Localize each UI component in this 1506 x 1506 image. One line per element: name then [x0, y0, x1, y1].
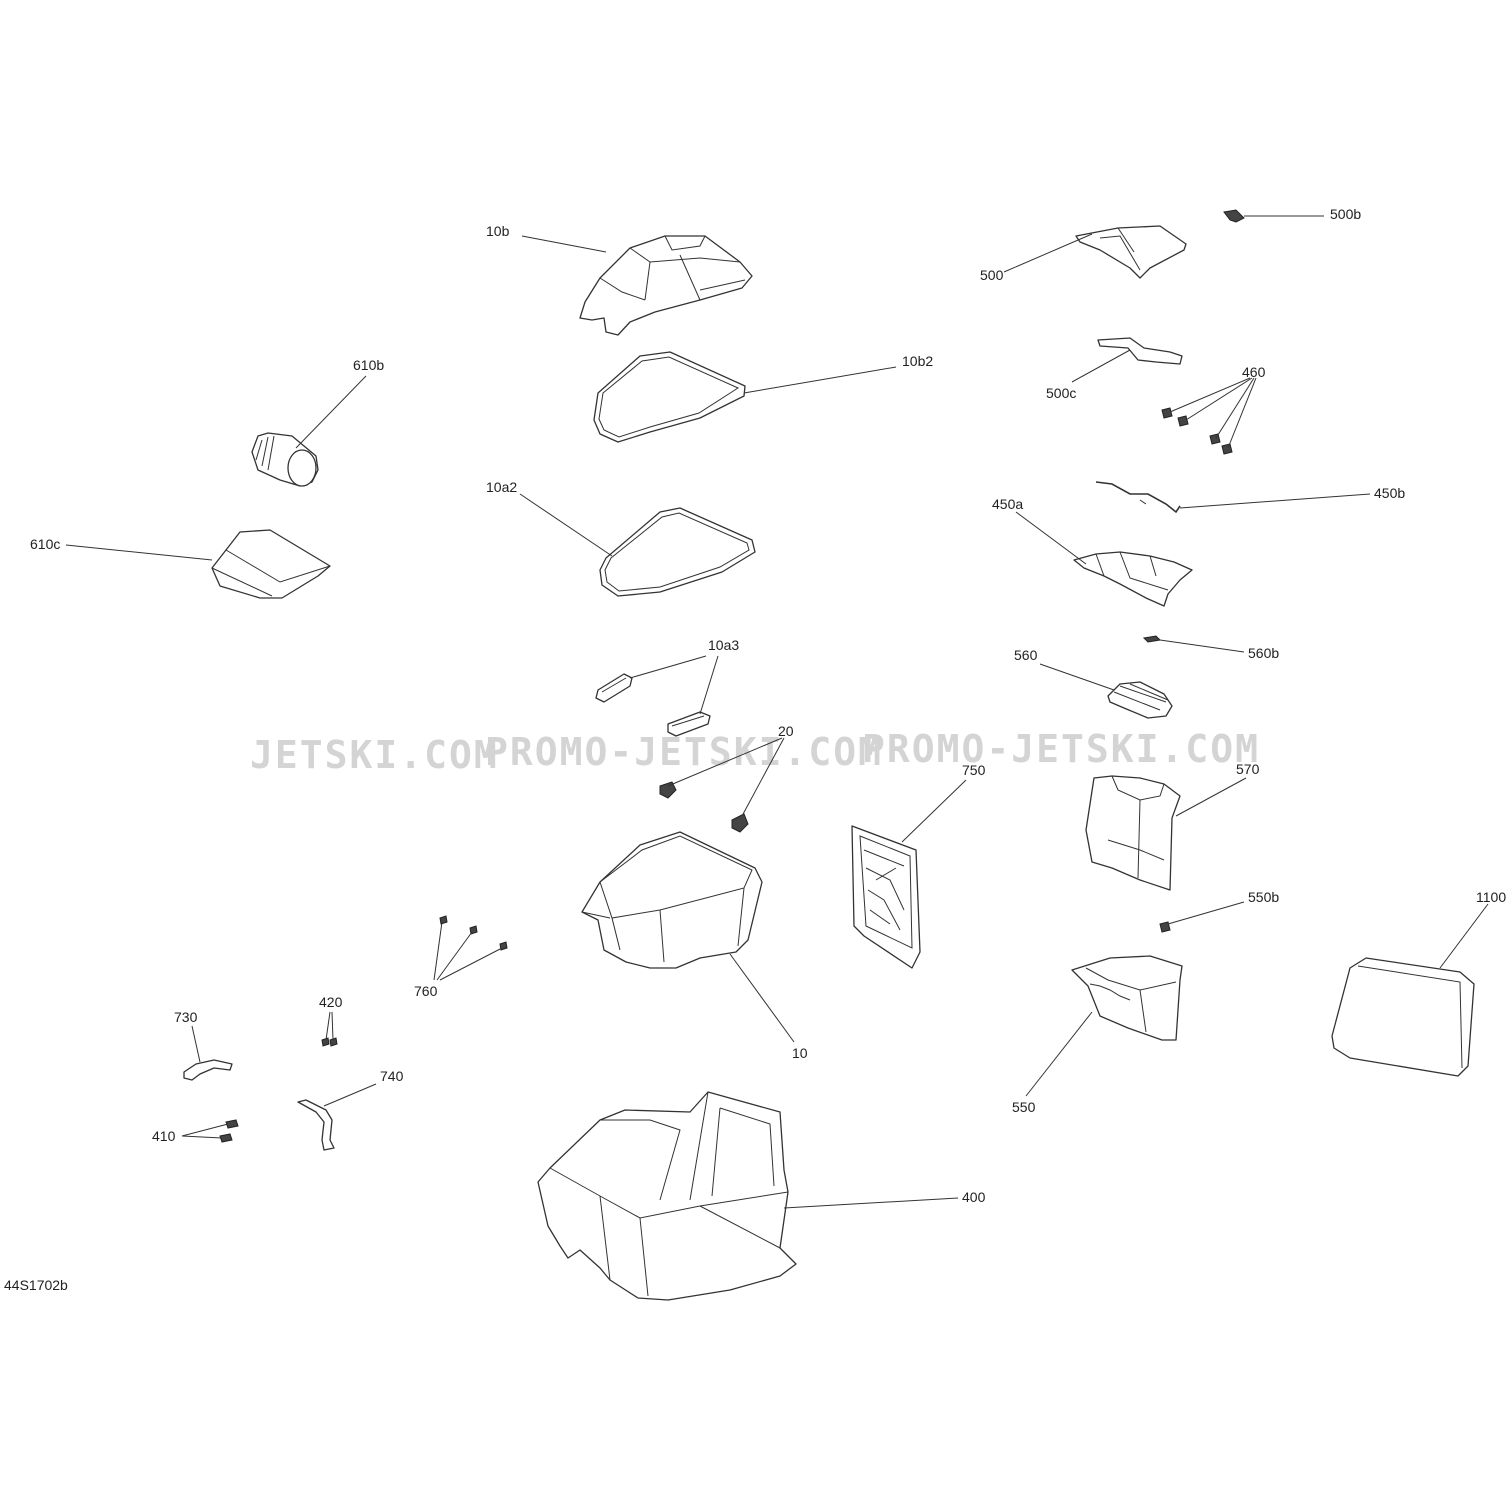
label-760[interactable]: 760 [414, 983, 438, 999]
watermark-1: JETSKI.COM [250, 733, 499, 777]
part-500[interactable] [1075, 225, 1187, 279]
label-500b[interactable]: 500b [1330, 206, 1361, 222]
part-1100[interactable] [1331, 957, 1475, 1077]
label-400[interactable]: 400 [962, 1189, 986, 1205]
label-730[interactable]: 730 [174, 1009, 198, 1025]
part-550[interactable] [1071, 955, 1183, 1041]
label-610b[interactable]: 610b [353, 357, 384, 373]
label-10[interactable]: 10 [792, 1045, 808, 1061]
watermark-2: PROMO-JETSKI.COM [485, 730, 883, 774]
label-500c[interactable]: 500c [1046, 385, 1076, 401]
label-570[interactable]: 570 [1236, 761, 1260, 777]
part-420[interactable] [321, 1037, 338, 1047]
part-750[interactable] [851, 825, 921, 969]
part-550b[interactable] [1159, 921, 1171, 933]
label-610c[interactable]: 610c [30, 536, 60, 552]
part-740[interactable] [297, 1099, 335, 1151]
label-740[interactable]: 740 [380, 1068, 404, 1084]
part-400[interactable] [537, 1091, 797, 1301]
part-10a3[interactable] [595, 673, 711, 737]
part-410[interactable] [219, 1119, 239, 1143]
part-760[interactable] [439, 915, 508, 951]
label-750[interactable]: 750 [962, 762, 986, 778]
part-500c[interactable] [1097, 337, 1183, 365]
label-10a2[interactable]: 10a2 [486, 479, 517, 495]
part-610b[interactable] [251, 432, 319, 487]
label-450b[interactable]: 450b [1374, 485, 1405, 501]
label-550b[interactable]: 550b [1248, 889, 1279, 905]
label-550[interactable]: 550 [1012, 1099, 1036, 1115]
label-560b[interactable]: 560b [1248, 645, 1279, 661]
label-410[interactable]: 410 [152, 1128, 176, 1144]
label-10b[interactable]: 10b [486, 223, 510, 239]
part-10b2[interactable] [593, 351, 746, 443]
part-10a2[interactable] [599, 507, 756, 597]
part-10b[interactable] [579, 235, 753, 336]
part-730[interactable] [183, 1059, 233, 1081]
part-20[interactable] [659, 781, 749, 833]
label-1100[interactable]: 1100 [1476, 889, 1506, 905]
diagram-code: 44S1702b [4, 1277, 68, 1293]
part-560[interactable] [1107, 681, 1173, 719]
label-500[interactable]: 500 [980, 267, 1004, 283]
part-570[interactable] [1085, 775, 1181, 891]
part-450b[interactable] [1095, 481, 1181, 514]
label-20[interactable]: 20 [778, 723, 794, 739]
part-450a[interactable] [1073, 551, 1193, 607]
label-460[interactable]: 460 [1242, 364, 1266, 380]
label-10a3[interactable]: 10a3 [708, 637, 739, 653]
label-450a[interactable]: 450a [992, 496, 1023, 512]
part-460[interactable] [1161, 407, 1233, 455]
watermark-3: PROMO-JETSKI.COM [862, 727, 1260, 771]
label-560[interactable]: 560 [1014, 647, 1038, 663]
part-500b[interactable] [1223, 209, 1245, 223]
part-10[interactable] [581, 831, 763, 969]
part-560b[interactable] [1142, 635, 1162, 643]
label-10b2[interactable]: 10b2 [902, 353, 933, 369]
label-420[interactable]: 420 [319, 994, 343, 1010]
part-610c[interactable] [211, 529, 331, 599]
